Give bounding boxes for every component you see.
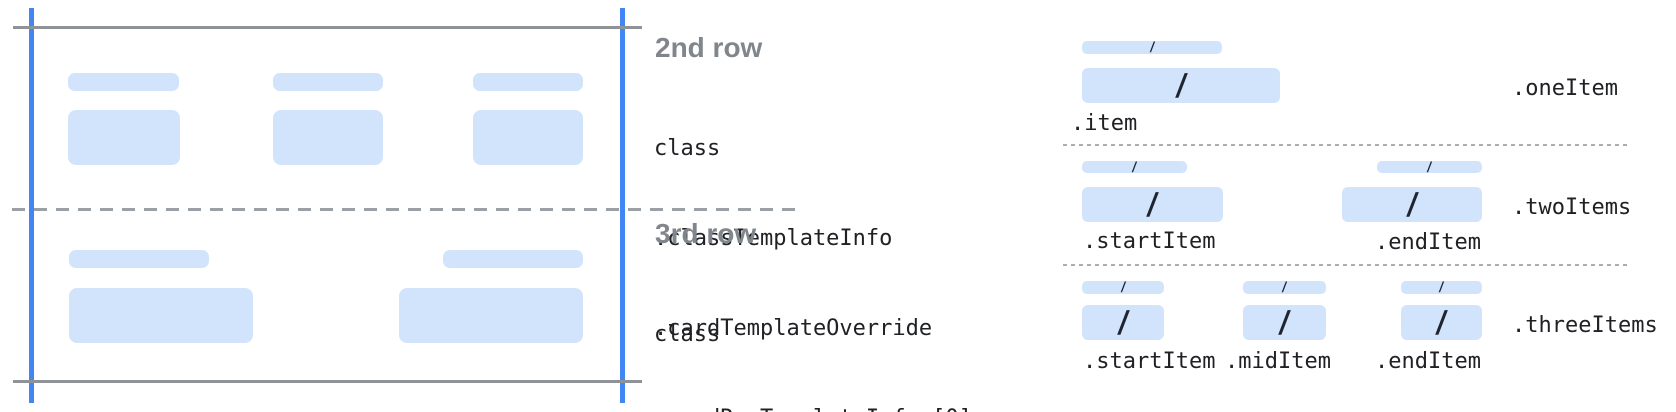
slash-separator: / <box>1438 280 1445 295</box>
one-item-group-label: .oneItem <box>1512 76 1618 101</box>
row2-heading: 2nd row <box>655 32 763 63</box>
slash-separator: / <box>1120 280 1126 295</box>
row3-start-label-bar <box>69 250 209 268</box>
two-start-content-bar: / <box>1082 187 1223 222</box>
row3-class-path: class .classTemplateInfo .cardTemplateOv… <box>654 260 972 412</box>
row2-col1-content-block <box>68 110 180 165</box>
row2-col1-label-bar <box>68 73 179 91</box>
slash-separator: / <box>1281 280 1288 295</box>
row3-heading: 3rd row <box>655 218 757 249</box>
row3-end-label-bar <box>443 250 583 268</box>
two-end-content-bar: / <box>1342 187 1482 222</box>
section-divider-dotted-line <box>1063 264 1630 266</box>
three-end-content-bar: / <box>1401 305 1482 340</box>
three-items-group-label: .threeItems <box>1512 313 1658 338</box>
slash-separator: / <box>1131 159 1138 175</box>
row2-class-path: class .classTemplateInfo .cardTemplateOv… <box>654 74 972 412</box>
two-end-label-bar: / <box>1377 159 1482 175</box>
code-line: .cardTemplateOverride <box>654 316 933 341</box>
row2-col2-content-block <box>273 110 383 165</box>
slash-separator: / <box>1277 304 1292 340</box>
three-start-label-bar: / <box>1082 280 1164 295</box>
slash-separator: / <box>1405 186 1419 222</box>
row3-start-content-block <box>69 288 253 343</box>
code-line: class <box>654 322 721 347</box>
end-item-label: .endItem <box>1375 349 1481 374</box>
two-start-label-bar: / <box>1082 159 1187 175</box>
row3-end-content-block <box>399 288 583 343</box>
code-line: class <box>654 136 721 161</box>
code-line: .cardRowTemplateInfos[0] <box>654 404 972 412</box>
card-bottom-edge-line <box>13 380 642 383</box>
slash-separator: / <box>1116 304 1130 340</box>
three-mid-content-bar: / <box>1243 305 1326 340</box>
slash-separator: / <box>1434 304 1449 340</box>
section-divider-dotted-line <box>1063 144 1630 146</box>
three-mid-label-bar: / <box>1243 280 1326 295</box>
slash-separator: / <box>1149 40 1155 55</box>
start-item-label: .startItem <box>1083 349 1216 374</box>
one-item-content-bar: / <box>1082 68 1280 103</box>
two-items-group-label: .twoItems <box>1512 195 1632 220</box>
card-row-divider-dashed-line <box>12 208 797 211</box>
row2-col3-content-block <box>473 110 583 165</box>
card-left-edge-guide <box>29 8 34 403</box>
mid-item-label: .midItem <box>1225 349 1331 374</box>
end-item-label: .endItem <box>1375 230 1481 255</box>
slash-separator: / <box>1174 67 1188 103</box>
start-item-label: .startItem <box>1083 229 1216 254</box>
item-label: .item <box>1071 111 1138 136</box>
card-top-edge-line <box>13 26 642 29</box>
slash-separator: / <box>1426 159 1433 175</box>
card-right-edge-guide <box>620 8 625 403</box>
slash-separator: / <box>1145 186 1160 222</box>
row2-col3-label-bar <box>473 73 583 91</box>
three-start-content-bar: / <box>1082 305 1164 340</box>
row2-col2-label-bar <box>273 73 383 91</box>
one-item-label-bar: / <box>1082 40 1222 55</box>
three-end-label-bar: / <box>1401 280 1482 295</box>
code-line: .classTemplateInfo <box>654 226 893 251</box>
